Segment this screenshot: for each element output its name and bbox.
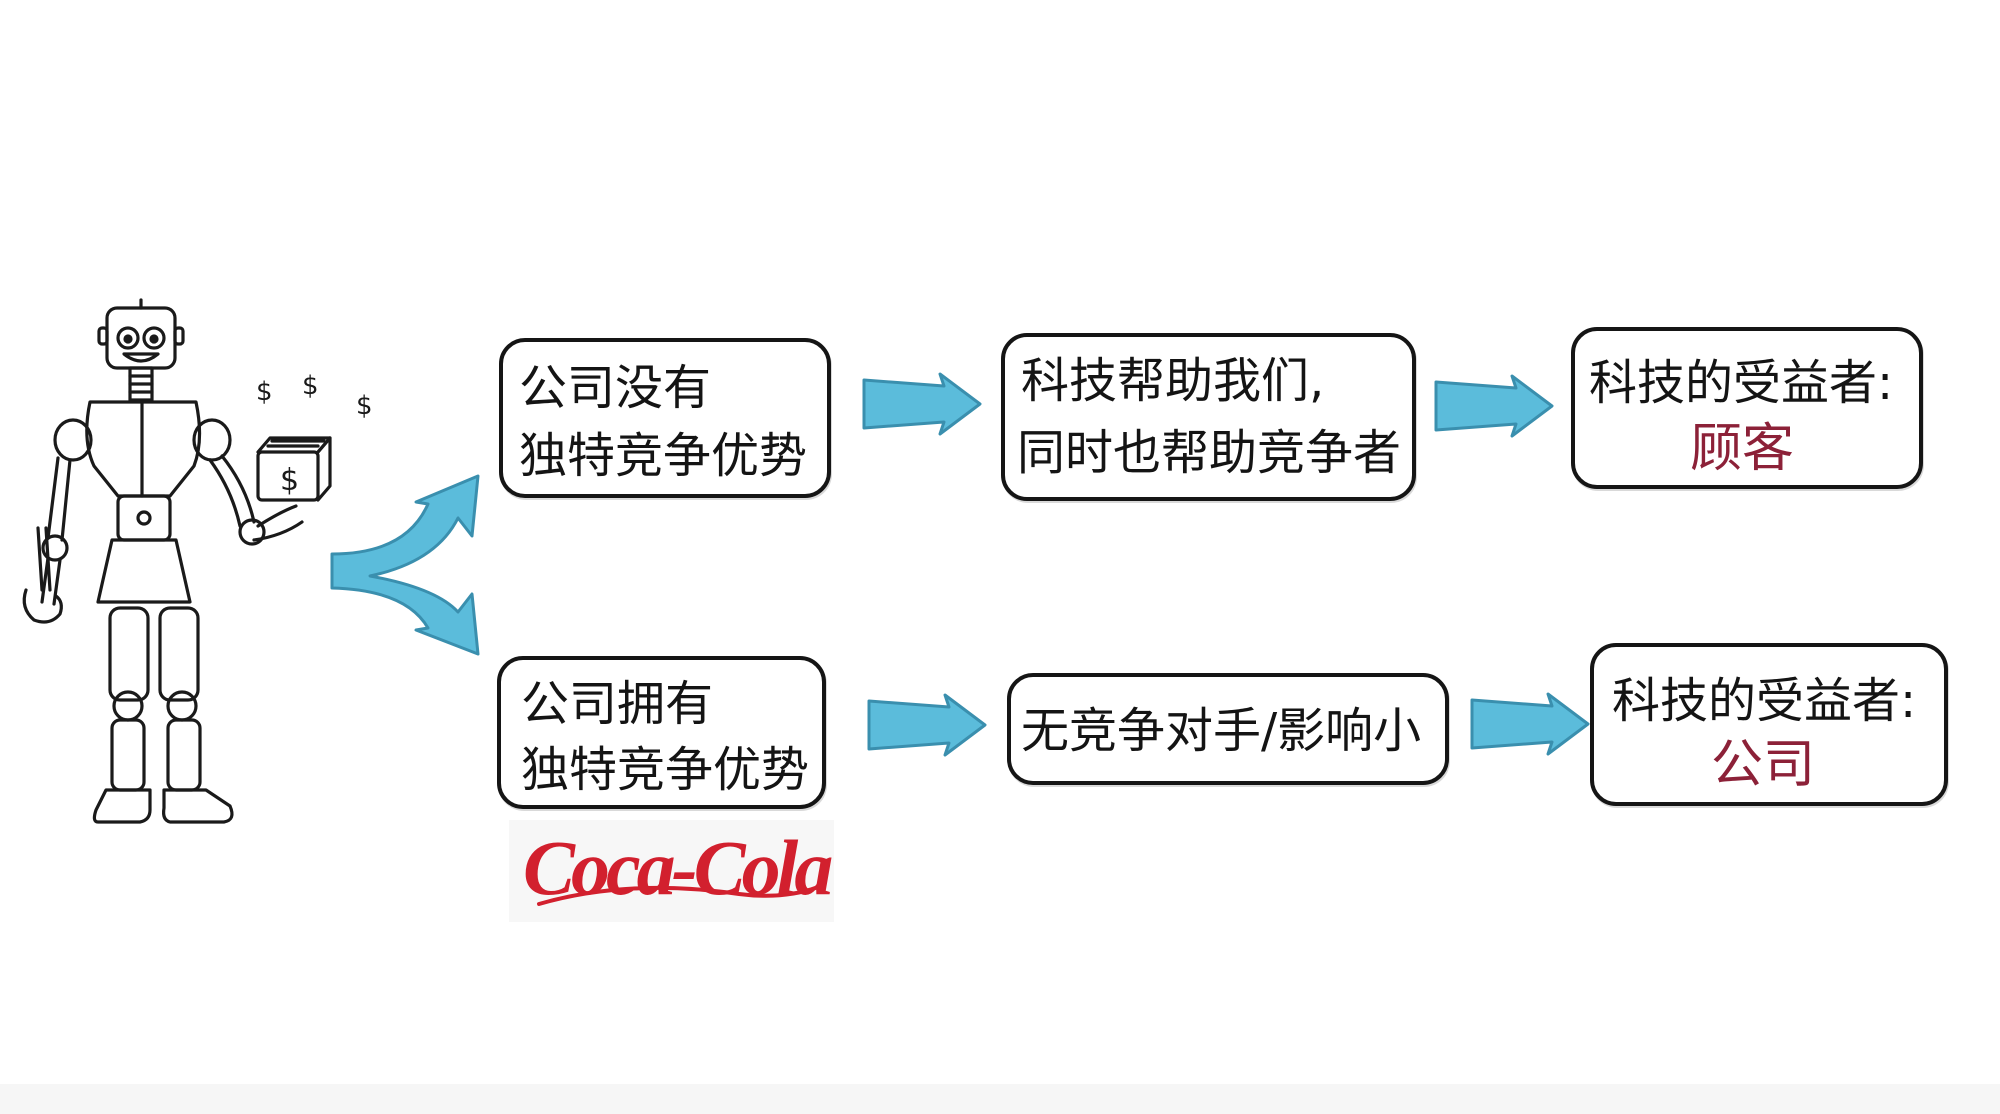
top-beneficiary-label: 科技的受益者:	[1589, 355, 1894, 411]
top-effect-line-1: 科技帮助我们,	[1021, 353, 1325, 409]
svg-text:$: $	[280, 463, 299, 498]
bottom-effect-box: 无竞争对手/影响小	[1007, 673, 1449, 785]
bottom-cause-line-2: 独特竞争优势	[521, 742, 810, 798]
bottom-cause-line-1: 公司拥有	[521, 676, 714, 732]
svg-text:$: $	[302, 371, 319, 401]
coca-cola-logo: Coca-Cola	[509, 820, 834, 922]
top-cause-box: 公司没有 独特竞争优势	[499, 338, 831, 498]
bottom-strip	[0, 1084, 2000, 1114]
top-beneficiary-value: 顾客	[1690, 419, 1795, 479]
top-cause-line-2: 独特竞争优势	[519, 428, 808, 484]
bottom-beneficiary-value: 公司	[1711, 735, 1816, 795]
top-cause-line-1: 公司没有	[519, 360, 712, 416]
top-beneficiary-box: 科技的受益者: 顾客	[1571, 327, 1923, 489]
svg-text:$: $	[256, 377, 273, 407]
bottom-arrow-2-icon	[1470, 692, 1590, 756]
top-arrow-1-icon	[862, 372, 982, 436]
top-effect-line-2: 同时也帮助竞争者	[1017, 425, 1402, 481]
bottom-effect-line-1: 无竞争对手/影响小	[1021, 703, 1422, 759]
bottom-cause-box: 公司拥有 独特竞争优势	[497, 656, 826, 809]
bottom-beneficiary-box: 科技的受益者: 公司	[1590, 643, 1948, 806]
split-arrow-icon	[330, 474, 480, 656]
top-arrow-2-icon	[1434, 374, 1554, 438]
top-effect-box: 科技帮助我们, 同时也帮助竞争者	[1001, 333, 1416, 501]
robot-illustration-icon: $ $ $ $	[22, 298, 373, 824]
bottom-arrow-1-icon	[867, 693, 987, 757]
svg-text:$: $	[356, 391, 373, 421]
bottom-beneficiary-label: 科技的受益者:	[1612, 673, 1917, 729]
